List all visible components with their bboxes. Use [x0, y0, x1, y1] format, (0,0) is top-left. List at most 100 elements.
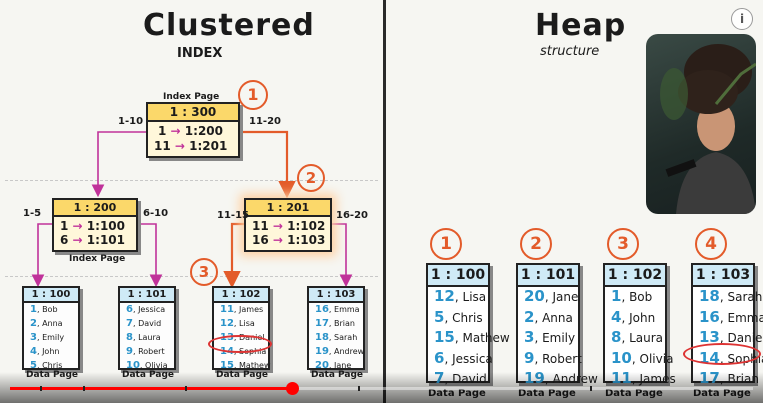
range-label: 1-5	[23, 208, 42, 219]
row-name: Robert	[542, 351, 582, 366]
chapter-marker	[83, 386, 85, 391]
row-name: Jane	[552, 290, 579, 304]
step-badge: 1	[238, 80, 268, 110]
clustered-subtitle: INDEX	[177, 46, 223, 61]
data-row: 20, Jane	[315, 360, 352, 371]
data-row: 8, Laura	[611, 328, 664, 346]
range-label: 1-10	[118, 116, 144, 127]
progress-scrubber[interactable]	[286, 382, 299, 395]
row-key: 12	[434, 287, 455, 305]
info-icon[interactable]: i	[731, 8, 753, 30]
key: 1	[60, 219, 69, 233]
page-id: 1 : 100	[428, 265, 488, 287]
clustered-title: Clustered	[143, 8, 315, 43]
level-divider	[5, 180, 378, 181]
data-row: 16, Emma	[315, 304, 360, 315]
heap-page-badge: 3	[607, 228, 639, 260]
highlight-oval	[208, 335, 272, 353]
pointer: 1:101	[86, 233, 125, 247]
row-key: 18	[699, 287, 720, 305]
highlight-oval	[683, 343, 761, 365]
row-key: 17	[315, 318, 329, 329]
row-key: 3	[30, 332, 37, 343]
row-key: 8	[126, 332, 133, 343]
page-id: 1 : 102	[605, 265, 665, 287]
page-id: 1 : 103	[309, 288, 363, 303]
row-key: 13	[699, 328, 720, 346]
step-badge: 3	[190, 258, 218, 286]
row-name: Jessica	[452, 351, 493, 366]
index-page-caption: Index Page	[69, 254, 126, 264]
row-name: Anna	[42, 319, 63, 328]
page-id: 1 : 101	[120, 288, 174, 303]
row-key: 9	[524, 348, 535, 367]
range-label: 11-20	[249, 116, 281, 127]
row-name: Bob	[629, 290, 653, 304]
row-key: 2	[524, 307, 535, 326]
chapter-marker	[590, 386, 592, 391]
row-name: Andrew	[334, 347, 365, 356]
key: 11	[154, 139, 171, 153]
heap-page-badge: 4	[695, 228, 727, 260]
row-key: 9	[126, 346, 133, 357]
range-label: 16-20	[336, 210, 368, 221]
row-key: 11	[220, 304, 234, 315]
index-page-left: 1 : 200 1 → 1:100 6 → 1:101	[52, 198, 138, 252]
row-key: 2	[30, 318, 37, 329]
pointer: 1:201	[189, 139, 228, 153]
row-key: 7	[126, 318, 133, 329]
row-name: Chris	[42, 361, 63, 370]
range-label: 11-15	[217, 210, 249, 221]
row-name: Laura	[138, 333, 161, 342]
row-name: James	[239, 305, 264, 314]
row-name: David	[138, 319, 162, 328]
row-key: 20	[524, 287, 545, 305]
row-name: Mathew	[239, 361, 271, 370]
row-key: 6	[434, 348, 445, 367]
row-key: 3	[524, 328, 535, 346]
step-badge: 2	[297, 164, 325, 192]
data-row: 10, Olivia	[611, 348, 674, 367]
root-row: 1 → 1:200	[158, 124, 223, 138]
data-row: 19, Andrew	[315, 346, 365, 357]
data-row: 12, Lisa	[434, 287, 487, 305]
page-id: 1 : 201	[246, 200, 330, 217]
page-id: 1 : 100	[24, 288, 78, 303]
range-label: 6-10	[143, 208, 169, 219]
data-row: 12, Lisa	[220, 318, 255, 329]
page-id: 1 : 200	[54, 200, 136, 217]
data-row: 6, Jessica	[126, 304, 166, 315]
heap-subtitle: structure	[540, 44, 600, 59]
row-key: 1	[30, 304, 37, 315]
data-row: 5, Chris	[434, 307, 483, 326]
row-name: Anna	[542, 310, 573, 325]
data-row: 20, Jane	[524, 287, 579, 305]
data-row: 18, Sarah	[699, 287, 763, 305]
row-name: Robert	[138, 347, 165, 356]
data-row: 13, Daniel	[693, 328, 763, 349]
heap-page-badge: 2	[520, 228, 552, 260]
row-name: Emma	[334, 305, 360, 314]
row-name: Laura	[629, 331, 664, 345]
row-name: Jane	[334, 361, 352, 370]
data-row: 18, Sarah	[315, 332, 358, 343]
row-key: 4	[30, 346, 37, 357]
pointer: 1:103	[287, 233, 326, 247]
row-name: Jessica	[138, 305, 166, 314]
row-name: John	[42, 347, 60, 356]
chapter-marker	[185, 386, 187, 391]
key: 6	[60, 233, 69, 247]
row-key: 5	[30, 360, 37, 371]
progress-track[interactable]	[10, 387, 753, 390]
tree-arrows	[31, 130, 353, 289]
data-row: 9, Robert	[524, 348, 582, 367]
row-name: Olivia	[639, 351, 674, 366]
data-row: 15, Mathew	[220, 360, 271, 371]
row-key: 4	[611, 307, 622, 326]
root-row: 11 → 1:201	[154, 139, 228, 153]
data-row: 9, Robert	[126, 346, 165, 357]
row-key: 5	[434, 307, 445, 326]
